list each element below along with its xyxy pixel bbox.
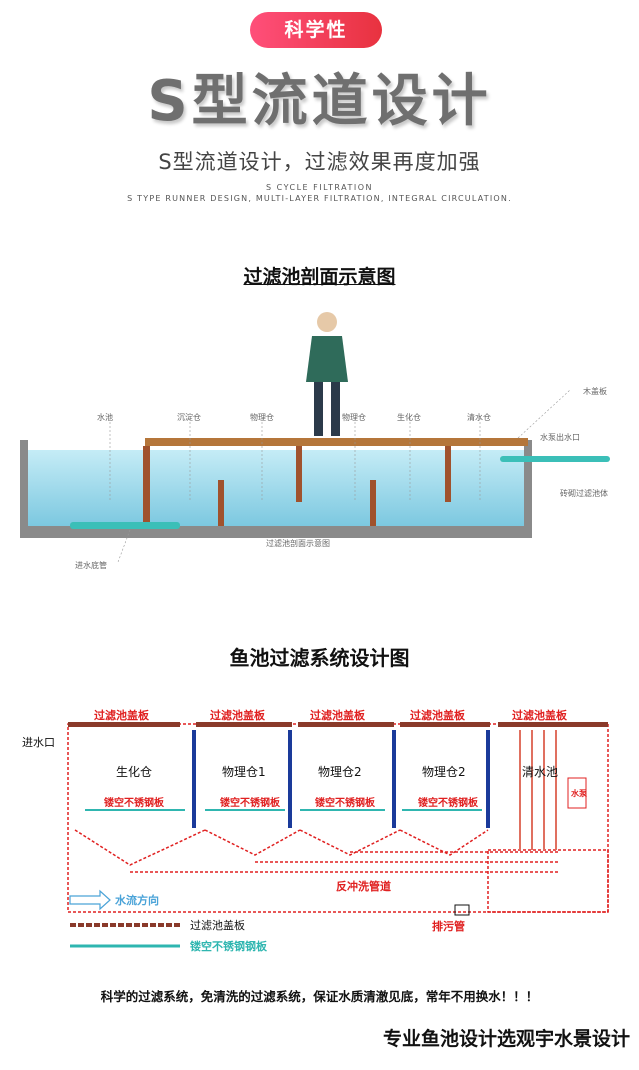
mesh-label-1: 镂空不锈钢板: [103, 796, 165, 809]
label-cover: 木盖板: [583, 386, 607, 396]
label-pool: 水池: [97, 412, 113, 422]
backwash-label: 反冲洗管道: [336, 879, 391, 893]
label-pump-outlet: 水泵出水口: [540, 432, 580, 442]
brick-wall: [370, 480, 376, 526]
brick-wall: [218, 480, 224, 526]
filtration-system-diagram: 水泵 过滤池盖板 过滤池盖板 过滤池盖板 过滤池盖板 过滤池盖板 进水口 生化仓…: [22, 708, 609, 953]
mesh-label-3: 镂空不锈钢板: [314, 796, 376, 809]
brick-wall: [143, 446, 150, 526]
label-clear: 清水仓: [467, 412, 491, 422]
cover-label-2: 过滤池盖板: [210, 708, 266, 722]
cover-label-3: 过滤池盖板: [310, 708, 366, 722]
caption: 过滤池剖面示意图: [266, 538, 330, 548]
pool-wall-left: [20, 440, 28, 538]
pump-box: [567, 777, 587, 809]
cover-label-1: 过滤池盖板: [94, 708, 150, 722]
inlet-pipe: [70, 522, 180, 529]
drain-box: [454, 904, 470, 916]
english-caption-2: S TYPE RUNNER DESIGN, MULTI-LAYER FILTRA…: [127, 194, 512, 203]
label-inlet-pipe: 进水底管: [75, 560, 107, 570]
chamber-phys1: 物理仓1: [222, 765, 266, 779]
wood-cover: [145, 438, 528, 446]
legend-mesh: 镂空不锈钢钢板: [190, 939, 268, 953]
legend-cover: 过滤池盖板: [190, 918, 245, 932]
brick-wall: [296, 446, 302, 502]
chamber-phys2b: 物理仓2: [422, 765, 466, 779]
drain-label: 排污管: [432, 919, 465, 933]
chamber-clear: 清水池: [522, 765, 558, 779]
footer-slogan: 科学的过滤系统，免清洗的过滤系统，保证水质清澈见底，常年不用换水！！！: [100, 989, 539, 1004]
inlet-label: 进水口: [22, 736, 55, 749]
headline: S型流道设计: [147, 69, 492, 134]
person-figure: [306, 312, 348, 436]
label-phys2: 物理仓: [342, 412, 366, 422]
label-phys1: 物理仓: [250, 412, 274, 422]
section2-title: 鱼池过滤系统设计图: [229, 646, 410, 670]
mesh-label-4: 镂空不锈钢板: [417, 796, 479, 809]
brick-wall: [445, 446, 451, 502]
badge: 科学性: [250, 12, 382, 48]
footer-brand: 专业鱼池设计选观宇水景设计: [382, 1028, 630, 1050]
label-brick: 砖砌过滤池体: [560, 488, 608, 498]
chamber-phys2: 物理仓2: [318, 765, 362, 779]
legend-flow: 水流方向: [115, 893, 159, 907]
label-settle: 沉淀仓: [177, 412, 201, 422]
pump-label: 水泵: [570, 788, 587, 798]
subtitle: S型流道设计，过滤效果再度加强: [158, 150, 481, 174]
chamber-bio: 生化仓: [116, 765, 152, 779]
water: [28, 450, 524, 526]
section1-title: 过滤池剖面示意图: [243, 266, 396, 288]
pool-wall-right: [524, 440, 532, 538]
legend: 水流方向 过滤池盖板 镂空不锈钢钢板: [69, 889, 268, 953]
english-caption-1: S CYCLE FILTRATION: [266, 183, 373, 192]
mesh-label-2: 镂空不锈钢板: [219, 796, 281, 809]
cover-label-4: 过滤池盖板: [410, 708, 466, 722]
label-bio: 生化仓: [397, 412, 421, 422]
cross-section-diagram: 水池 沉淀仓 物理仓 物理仓 生化仓 清水仓 木盖板 水泵出水口 砖砌过滤池体 …: [20, 312, 610, 570]
pump-outlet-pipe: [500, 456, 610, 462]
cover-label-5: 过滤池盖板: [512, 708, 568, 722]
